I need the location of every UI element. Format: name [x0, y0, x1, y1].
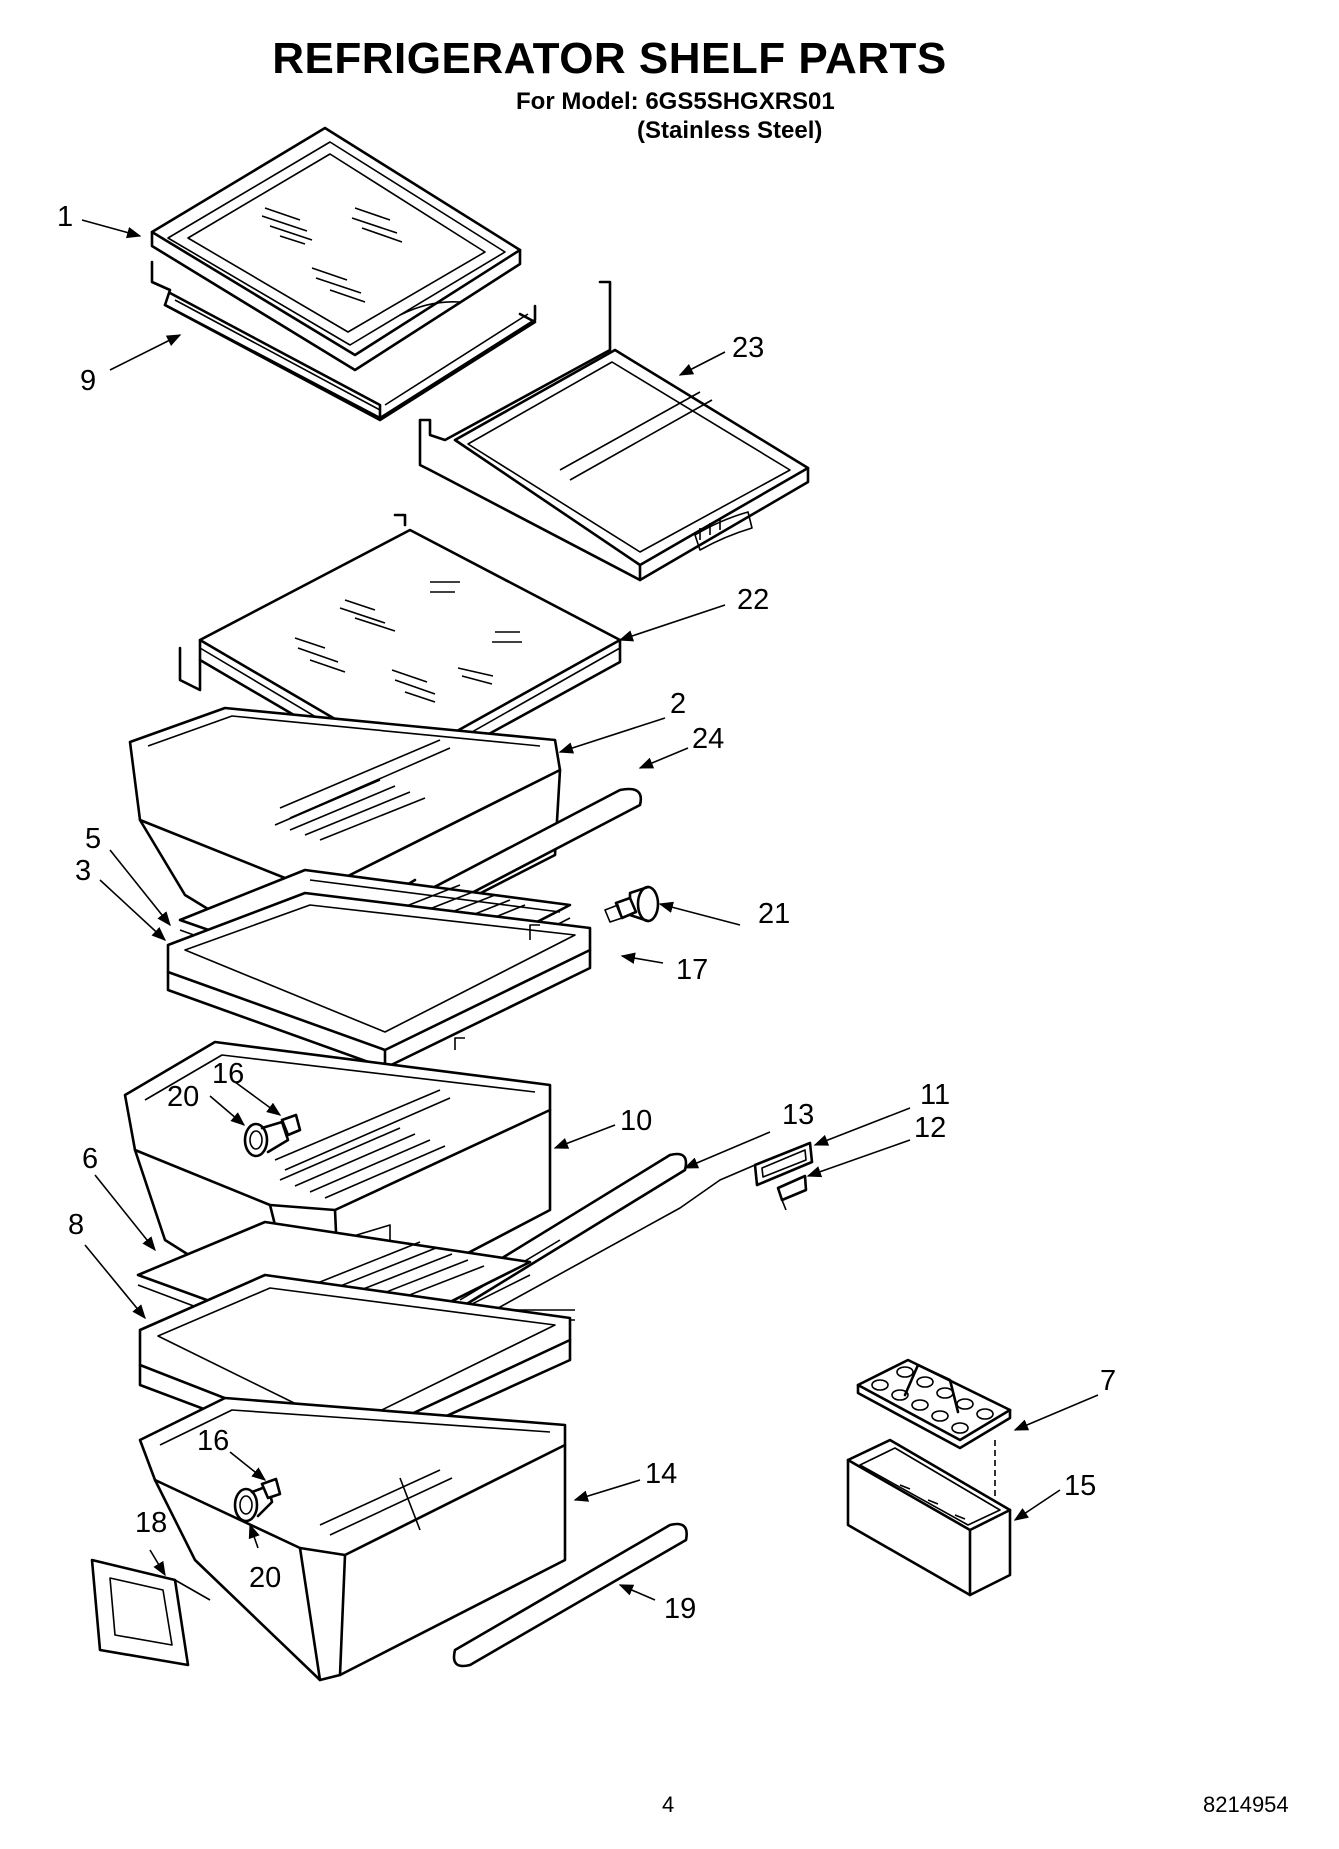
part-17-screw [604, 896, 638, 923]
callout-18: 18 [135, 1507, 167, 1539]
part-1-glass-shelf [150, 126, 522, 372]
callout-1: 1 [57, 201, 73, 233]
part-9-shelf-frame [150, 260, 537, 422]
callout-11: 11 [920, 1079, 950, 1111]
callout-3: 3 [75, 855, 91, 887]
part-20-knob-upper [243, 1120, 290, 1158]
callout-2: 2 [670, 688, 686, 720]
callout-9: 9 [80, 365, 96, 397]
callout-7: 7 [1100, 1365, 1116, 1397]
callout-6: 6 [82, 1143, 98, 1175]
part-23-shelf-frame [418, 280, 810, 582]
finish-line: (Stainless Steel) [637, 117, 823, 144]
part-16-screw-upper [280, 1113, 302, 1137]
rail-guide-line [439, 1164, 756, 1341]
part-15-egg-bin [846, 1438, 1012, 1597]
callout-17: 17 [676, 954, 708, 986]
callout-20-upper: 20 [167, 1081, 199, 1113]
callout-19: 19 [664, 1593, 696, 1625]
callout-23: 23 [732, 332, 764, 364]
callout-12: 12 [914, 1112, 946, 1144]
callout-21: 21 [758, 898, 790, 930]
callout-16-upper: 16 [212, 1058, 244, 1090]
document-number: 8214954 [1203, 1792, 1289, 1817]
callout-14: 14 [645, 1458, 677, 1490]
callout-leaders [81, 219, 1099, 1601]
callout-16-lower: 16 [197, 1425, 229, 1457]
callout-10: 10 [620, 1105, 652, 1137]
callout-15: 15 [1064, 1470, 1096, 1502]
part-16-screw-lower [260, 1477, 282, 1500]
part-21-humidity-knob [628, 885, 660, 923]
callout-13: 13 [782, 1099, 814, 1131]
page-number: 4 [662, 1792, 675, 1817]
callout-labels: 1 9 23 22 2 24 5 3 21 17 16 20 10 13 11 … [57, 201, 1116, 1625]
callout-22: 22 [737, 584, 769, 616]
callout-24: 24 [692, 723, 724, 755]
page-title: REFRIGERATOR SHELF PARTS [272, 34, 947, 83]
callout-8: 8 [68, 1209, 84, 1241]
part-19-drawer-rail [452, 1522, 688, 1668]
callout-20-lower: 20 [249, 1562, 281, 1594]
part-11-label-holder [753, 1141, 814, 1187]
callout-5: 5 [85, 823, 101, 855]
part-18-drawer-label [90, 1558, 211, 1667]
model-line: For Model: 6GS5SHGXRS01 [516, 88, 835, 115]
part-12-label-clip [776, 1174, 808, 1211]
part-7-egg-tray [856, 1358, 1012, 1450]
